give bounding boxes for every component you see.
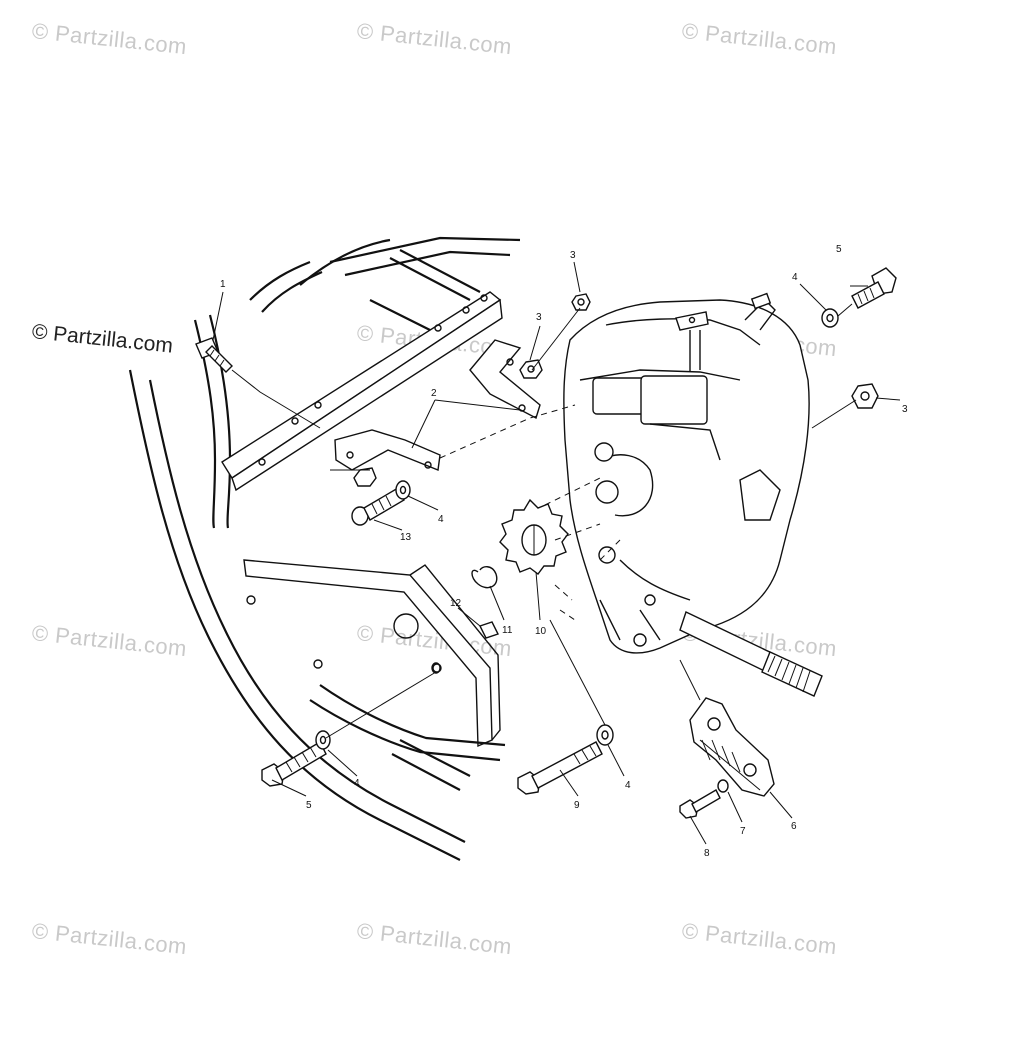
bolt-part-5-top-right — [851, 267, 897, 309]
callout-6: 6 — [791, 821, 797, 832]
assembly-guide-lines — [231, 303, 857, 739]
callout-3: 3 — [536, 312, 542, 323]
callout-3: 3 — [570, 250, 576, 261]
mounting-bracket-upper — [469, 339, 541, 420]
callout-1: 1 — [220, 279, 226, 290]
callout-10: 10 — [535, 626, 547, 637]
bolt-part-5-bottom — [261, 741, 327, 787]
sprocket-part-10 — [499, 498, 569, 575]
callout-9: 9 — [574, 800, 580, 811]
snap-ring-part-12 — [471, 566, 498, 589]
callout-4: 4 — [792, 272, 798, 283]
callout-5: 5 — [836, 244, 842, 255]
washer-part-4-bottom-right — [596, 724, 614, 746]
callout-4: 4 — [354, 778, 360, 789]
callout-3: 3 — [902, 404, 908, 415]
nut-part-3-right — [851, 383, 879, 409]
callout-4: 4 — [438, 514, 444, 525]
nut-part-3-mid — [519, 359, 543, 379]
callout-11: 11 — [502, 625, 513, 636]
frame-assembly — [128, 236, 521, 861]
callout-13: 13 — [400, 532, 412, 543]
callout-8: 8 — [704, 848, 710, 859]
mounting-bracket-lower — [334, 429, 441, 471]
callout-12: 12 — [450, 598, 462, 609]
callout-2: 2 — [431, 388, 437, 399]
callout-5: 5 — [306, 800, 312, 811]
pin-lower-plate — [431, 662, 441, 674]
lock-clip-part-11 — [479, 621, 499, 639]
bolt-part-1 — [195, 337, 233, 373]
callout-leaders — [212, 261, 901, 845]
callout-7: 7 — [740, 826, 746, 837]
nut-part-3-top — [571, 293, 591, 311]
washer-part-4-top-right — [821, 308, 839, 328]
washer-part-4-mid — [395, 480, 411, 500]
washer-part-4-bottom-left — [315, 730, 331, 750]
nut-lower-bracket — [353, 467, 377, 487]
washer-part-7 — [717, 779, 729, 793]
bolt-part-9 — [517, 741, 603, 795]
shaft-bracket-part-6 — [689, 697, 775, 797]
transmission-case — [563, 292, 823, 697]
bolt-part-8 — [679, 789, 721, 819]
bolt-part-13 — [351, 487, 405, 526]
callout-labels: 1 3 3 2 4 5 3 4 13 12 11 10 4 5 9 4 6 7 … — [220, 244, 908, 859]
callout-4: 4 — [625, 780, 631, 791]
